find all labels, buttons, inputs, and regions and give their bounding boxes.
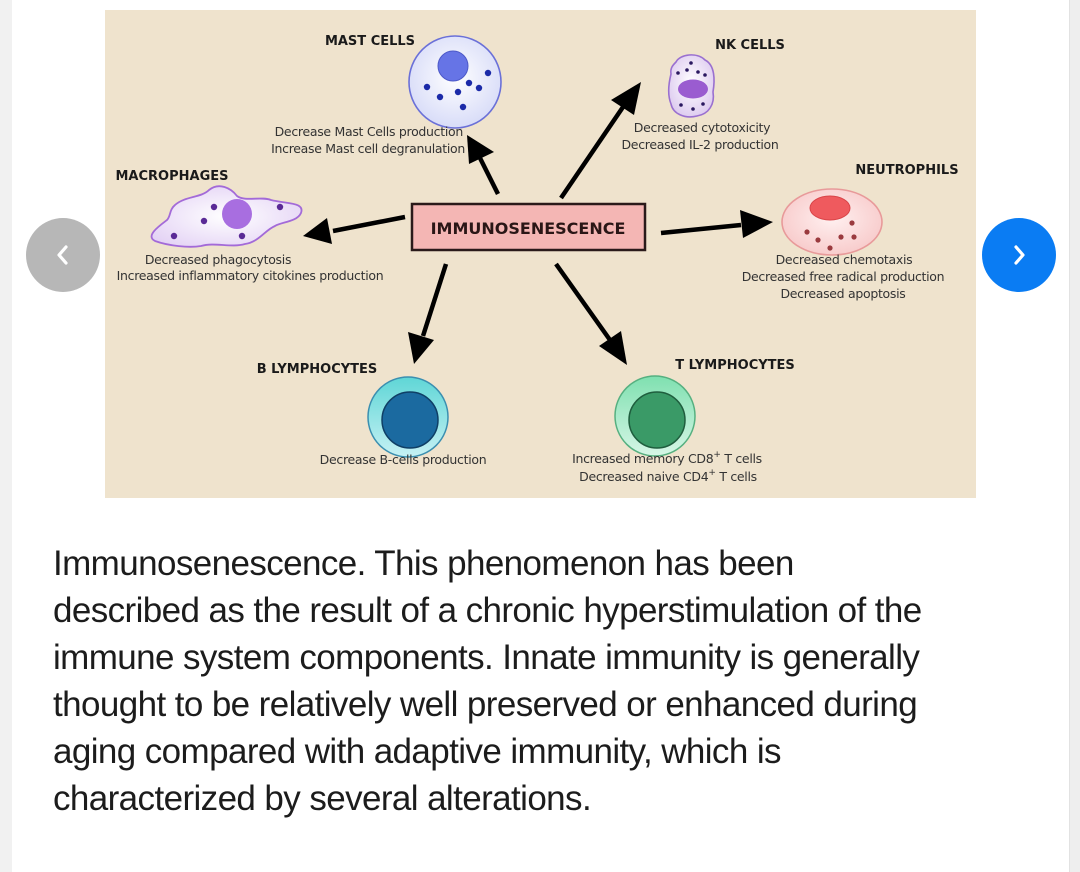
mast-cell-icon [408,35,502,129]
mast-cells-line-2: Increase Mast cell degranulation [271,141,465,156]
neutrophils-line-3: Decreased apoptosis [780,286,905,301]
t-line-2-text: Decreased naive CD4 [579,469,709,484]
arrow-to-t-lymphocytes [554,262,627,365]
arrow-to-b-lymphocytes [408,263,449,364]
figure-caption: Immunosenescence. This phenomenon has be… [53,540,1053,822]
arrow-to-neutrophils [660,210,773,238]
b-lymphocytes-node: B LYMPHOCYTES Decrease B-cells productio… [257,362,487,467]
center-node: IMMUNOSENESCENCE [410,202,647,252]
chevron-left-icon [57,245,68,265]
carousel-next-button[interactable] [982,218,1056,292]
arrows [303,82,773,365]
immunosenescence-figure: IMMUNOSENESCENCE [105,10,976,498]
t-cell-icon [614,375,696,457]
macrophages-title: MACROPHAGES [116,169,229,184]
caption-line: characterized by several alterations. [53,779,592,818]
t-lymphocytes-title: T LYMPHOCYTES [675,358,795,373]
t-line-1-suffix: T cells [721,451,762,466]
caption-line: described as the result of a chronic hyp… [53,591,922,630]
mast-cells-node: MAST CELLS Decrease Mast Cells productio… [271,34,502,156]
t-lymphocytes-node: T LYMPHOCYTES Increased memory CD8+ T ce… [572,358,795,484]
macrophage-icon [150,185,303,248]
chevron-right-icon [1014,245,1025,265]
macrophages-node: MACROPHAGES Decreased phagocytosis Incre… [116,169,384,283]
b-cell-icon [367,376,449,458]
left-edge-shadow [0,0,12,872]
neutrophils-title: NEUTROPHILS [855,163,958,178]
caption-line: thought to be relatively well preserved … [53,685,918,724]
b-lymphocytes-title: B LYMPHOCYTES [257,362,378,377]
mast-cells-title: MAST CELLS [325,34,415,49]
t-lymphocytes-line-2: Decreased naive CD4+ T cells [579,468,757,484]
neutrophils-line-1: Decreased chemotaxis [776,252,913,267]
arrow-to-mast-cells [467,135,501,196]
center-label: IMMUNOSENESCENCE [431,219,626,238]
mast-cells-line-1: Decrease Mast Cells production [275,124,463,139]
t-lymphocytes-line-1: Increased memory CD8+ T cells [572,450,762,466]
caption-line: immune system components. Innate immunit… [53,638,920,677]
caption-line: Immunosenescence. This phenomenon has be… [53,544,794,583]
neutrophil-icon [781,188,883,256]
right-scroll-edge [1069,0,1080,872]
t-line-2-suffix: T cells [716,469,757,484]
nk-cells-title: NK CELLS [715,38,785,53]
t-line-1-sup: + [713,450,720,460]
t-line-2-sup: + [708,468,715,478]
center-box [410,202,647,252]
nk-cells-line-2: Decreased IL-2 production [621,137,778,152]
nk-cell-icon [667,54,715,118]
arrow-to-nk-cells [559,82,641,200]
b-lymphocytes-line-1: Decrease B-cells production [320,452,487,467]
t-line-1-text: Increased memory CD8 [572,451,714,466]
nk-cells-node: NK CELLS Decreased cytotoxicity Decrease… [621,38,784,152]
macrophages-line-2: Increased inflammatory citokines product… [117,268,384,283]
caption-line: aging compared with adaptive immunity, w… [53,732,781,771]
neutrophils-line-2: Decreased free radical production [742,269,945,284]
macrophages-line-1: Decreased phagocytosis [145,252,291,267]
neutrophils-node: NEUTROPHILS Decreased chemotaxis Decreas… [742,163,959,301]
carousel-prev-button[interactable] [26,218,100,292]
arrow-to-macrophages [303,214,406,244]
nk-cells-line-1: Decreased cytotoxicity [634,120,771,135]
figure-diagram: IMMUNOSENESCENCE [116,34,959,484]
